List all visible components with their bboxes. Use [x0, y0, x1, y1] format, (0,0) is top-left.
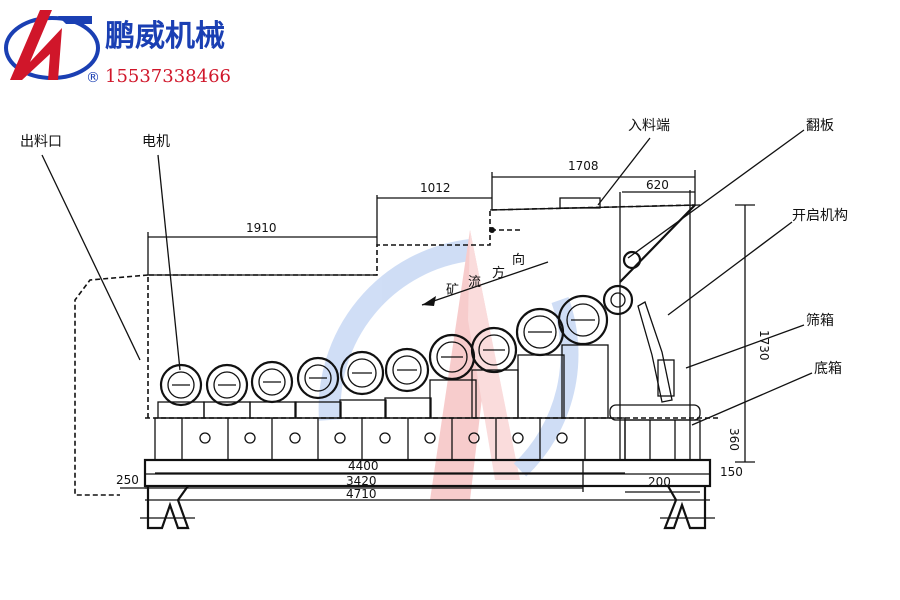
label-opening-mechanism: 开启机构	[792, 208, 848, 224]
motor-3	[249, 360, 297, 419]
right-dimensions: 1730 360 150	[720, 204, 771, 479]
brand-logo	[4, 10, 100, 80]
dim-620: 620	[646, 178, 669, 192]
flow-direction: 矿 流 方 向	[421, 252, 549, 306]
motor-7	[428, 333, 477, 419]
flow-char-4: 向	[512, 252, 525, 268]
callout-labels: 出料口 电机 入料端 翻板 开启机构 筛箱 底箱	[20, 118, 848, 426]
dim-250: 250	[116, 473, 139, 487]
flow-char-3: 方	[492, 265, 505, 281]
dim-4400: 4400	[348, 459, 379, 473]
inlet-arrow	[489, 227, 520, 233]
motor-10	[557, 294, 609, 419]
dim-360: 360	[727, 428, 741, 451]
brand-name: 鹏威机械	[105, 19, 225, 54]
dim-1730: 1730	[757, 330, 771, 361]
dim-4710: 4710	[346, 487, 377, 501]
dim-150: 150	[720, 465, 743, 479]
dim-1012: 1012	[420, 181, 451, 195]
base-box-row	[145, 417, 720, 461]
dim-3420: 3420	[346, 474, 377, 488]
dim-1708: 1708	[568, 159, 599, 173]
outlet-chute	[74, 274, 149, 496]
motor-1	[157, 363, 205, 419]
brand-phone: 15537338466	[105, 66, 231, 87]
motor-5	[339, 350, 387, 419]
label-motor: 电机	[142, 134, 170, 150]
top-dimensions: 1910 1012 1708 620	[147, 159, 696, 275]
motor-2	[203, 363, 251, 419]
motor-8	[470, 326, 519, 419]
dim-200: 200	[648, 475, 671, 489]
motor-4	[294, 356, 342, 419]
dim-1910: 1910	[246, 221, 277, 235]
label-base-box: 底箱	[814, 361, 842, 377]
label-inlet: 入料端	[628, 118, 670, 134]
label-flap: 翻板	[806, 118, 834, 134]
registered-mark: ®	[86, 70, 100, 86]
flow-char-1: 矿	[446, 283, 459, 298]
motor-row	[157, 294, 609, 419]
bottom-dimensions: 4400 3420 4710 200 250	[116, 459, 710, 501]
motor-6	[384, 347, 432, 419]
label-outlet: 出料口	[20, 134, 62, 150]
label-screen-box: 筛箱	[806, 313, 834, 329]
base-frame	[140, 458, 715, 530]
right-base-section	[609, 404, 701, 461]
flow-char-2: 流	[468, 275, 481, 290]
